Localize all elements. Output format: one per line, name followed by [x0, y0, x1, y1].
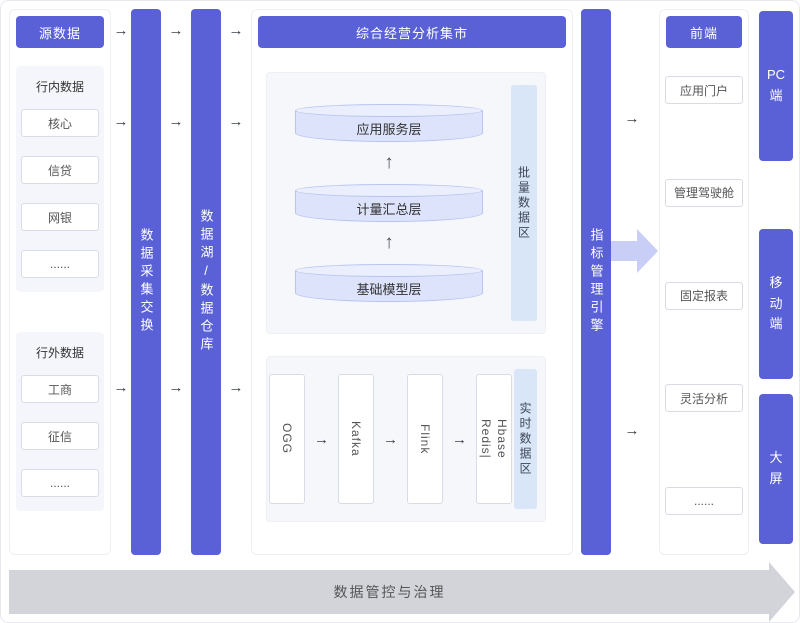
source-item-core: 核心 [21, 109, 99, 137]
node-redis-hbase: Redis| Hbase [476, 374, 512, 504]
arrow-right-icon [314, 431, 329, 448]
arrow-right-icon [168, 379, 184, 397]
node-label: Kafka [349, 421, 364, 457]
batch-zone-label: 批量数据区 [516, 165, 531, 241]
arrow-up-icon [384, 231, 394, 255]
arrow-right-icon [228, 22, 244, 40]
arrow-right-icon [383, 431, 398, 448]
external-data-label: 行外数据 [35, 346, 84, 360]
node-label: Flink [418, 423, 433, 455]
cylinder-top-ellipse [295, 184, 483, 197]
analysis-mart-header: 综合经营分析集市 [258, 16, 566, 48]
arrow-right-icon [113, 113, 129, 131]
frontend-item-more: ...... [665, 487, 743, 515]
source-item-business: 工商 [21, 375, 99, 403]
indicator-engine-label: 指标管理引擎 [588, 228, 604, 336]
cylinder-top-ellipse [295, 104, 483, 117]
layer-label: 计量汇总层 [356, 202, 422, 217]
terminal-pc: PC端 [759, 11, 793, 161]
internal-data-label: 行内数据 [35, 80, 84, 94]
frontend-item-cockpit: 管理驾驶舱 [665, 178, 743, 207]
source-item-ebank: 网银 [21, 203, 99, 231]
data-collection-bar: 数据采集交换 [131, 9, 161, 555]
governance-bar: 数据管控与治理 [9, 570, 770, 614]
source-item-credit: 信贷 [21, 156, 99, 184]
batch-data-area: 应用服务层 计量汇总层 基础模型层 批量数据区 [266, 72, 546, 334]
realtime-zone-strip: 实时数据区 [514, 369, 537, 509]
realtime-data-area: OGG Kafka Flink Redis| Hbase 实时数据区 [266, 356, 546, 522]
big-arrow-body [611, 241, 638, 261]
analysis-mart-panel: 综合经营分析集市 应用服务层 计量汇总层 基础模型层 批量数 [251, 9, 573, 555]
source-data-header: 源数据 [16, 16, 104, 48]
frontend-item-flexible-analysis: 灵活分析 [665, 384, 743, 413]
data-collection-label: 数据采集交换 [138, 228, 154, 336]
frontend-item-fixed-report: 固定报表 [665, 281, 743, 310]
source-item-more: ...... [21, 250, 99, 278]
node-flink: Flink [407, 374, 443, 504]
layer-metric-summary: 计量汇总层 [295, 184, 483, 222]
big-arrow-head [637, 229, 658, 273]
layer-base-model: 基础模型层 [295, 264, 483, 302]
layer-label: 基础模型层 [356, 282, 422, 297]
arrow-right-icon [228, 113, 244, 131]
arrow-right-icon [621, 422, 643, 440]
indicator-engine-bar: 指标管理引擎 [581, 9, 611, 555]
big-arrow-icon [611, 227, 659, 275]
terminal-mobile: 移动端 [759, 229, 793, 379]
source-item-creditref: 征信 [21, 422, 99, 450]
node-label: Redis| Hbase [479, 419, 510, 459]
frontend-panel: 前端 应用门户 管理驾驶舱 固定报表 灵活分析 ...... [659, 9, 749, 555]
arrow-right-icon [113, 379, 129, 397]
terminal-mobile-label: 移动端 [769, 274, 783, 332]
realtime-pipeline: OGG Kafka Flink Redis| Hbase [267, 369, 514, 509]
arrow-right-icon [113, 22, 129, 40]
cylinder-top-ellipse [295, 264, 483, 277]
realtime-zone-label: 实时数据区 [518, 401, 532, 477]
arrow-head-icon [769, 562, 795, 622]
governance-arrow: 数据管控与治理 [9, 562, 795, 622]
frontend-item-portal: 应用门户 [665, 76, 743, 104]
internal-data-group: 行内数据 核心 信贷 网银 ...... [16, 66, 104, 292]
terminal-bigscreen-label: 大屏 [769, 450, 783, 486]
arrow-right-icon [452, 431, 467, 448]
governance-label: 数据管控与治理 [333, 584, 446, 600]
frontend-header: 前端 [666, 16, 742, 48]
arrow-right-icon [228, 379, 244, 397]
batch-zone-strip: 批量数据区 [511, 85, 537, 321]
layer-label: 应用服务层 [356, 122, 422, 137]
source-data-panel: 源数据 行内数据 核心 信贷 网银 ...... 行外数据 工商 征信 ....… [9, 9, 111, 555]
arrow-up-icon [384, 151, 394, 175]
frontend-items: 应用门户 管理驾驶舱 固定报表 灵活分析 ...... [660, 54, 748, 562]
layer-app-service: 应用服务层 [295, 104, 483, 142]
node-ogg: OGG [269, 374, 305, 504]
source-item-more-2: ...... [21, 469, 99, 497]
arrow-right-icon [621, 110, 643, 128]
terminal-pc-label: PC端 [766, 67, 786, 103]
node-kafka: Kafka [338, 374, 374, 504]
arrow-right-icon [168, 113, 184, 131]
terminal-bigscreen: 大屏 [759, 394, 793, 544]
external-data-group: 行外数据 工商 征信 ...... [16, 332, 104, 511]
data-lake-bar: 数据湖/数据仓库 [191, 9, 221, 555]
batch-layers: 应用服务层 计量汇总层 基础模型层 [267, 85, 511, 321]
data-lake-label: 数据湖/数据仓库 [198, 209, 214, 355]
arrow-right-icon [168, 22, 184, 40]
node-label: OGG [280, 423, 295, 455]
